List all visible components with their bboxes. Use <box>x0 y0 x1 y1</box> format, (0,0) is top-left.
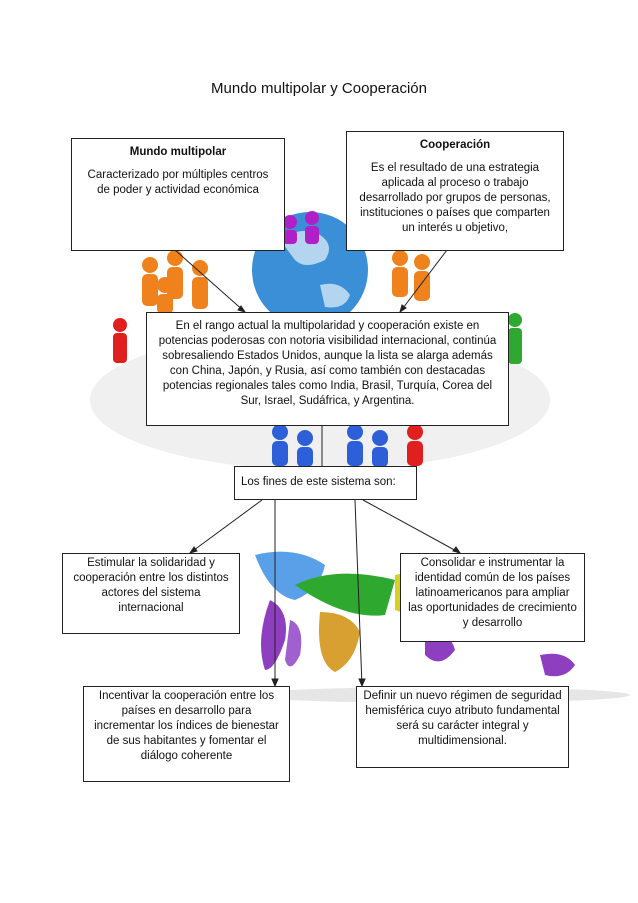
people-green-icon <box>508 313 522 364</box>
connector-lines <box>174 249 462 688</box>
people-orange-right-icon <box>392 250 430 301</box>
people-blue-icon <box>272 424 388 467</box>
box-seguridad-text: Definir un nuevo régimen de seguridad he… <box>363 690 562 747</box>
people-red-icon <box>113 318 423 466</box>
box-identidad-text: Consolidar e instrumentar la identidad c… <box>408 557 577 629</box>
box-cooperacion: Cooperación Es el resultado de una estra… <box>346 131 564 251</box>
box-incentivar-text: Incentivar la cooperación entre los país… <box>94 690 279 762</box>
box-fines-text: Los fines de este sistema son: <box>241 476 396 488</box>
box-seguridad: Definir un nuevo régimen de seguridad he… <box>356 686 569 768</box>
people-orange-left-icon <box>142 250 208 314</box>
box-solidaridad: Estimular la solidaridad y cooperación e… <box>62 553 240 634</box>
page-title: Mundo multipolar y Cooperación <box>211 80 427 97</box>
box-cooperacion-text: Es el resultado de una estrategia aplica… <box>359 162 551 234</box>
box-center-text: En el rango actual la multipolaridad y c… <box>158 320 497 407</box>
box-fines: Los fines de este sistema son: <box>234 466 417 500</box>
box-solidaridad-text: Estimular la solidaridad y cooperación e… <box>73 557 229 614</box>
box-incentivar: Incentivar la cooperación entre los país… <box>83 686 290 782</box>
box-center-description: En el rango actual la multipolaridad y c… <box>146 312 509 426</box>
box-mundo-multipolar-text: Caracterizado por múltiples centros de p… <box>87 169 269 196</box>
box-mundo-multipolar-heading: Mundo multipolar <box>129 146 227 158</box>
people-purple-icon <box>283 211 319 244</box>
box-mundo-multipolar: Mundo multipolar Caracterizado por múlti… <box>71 138 285 251</box>
box-cooperacion-heading: Cooperación <box>419 139 491 151</box>
box-identidad: Consolidar e instrumentar la identidad c… <box>400 553 585 642</box>
